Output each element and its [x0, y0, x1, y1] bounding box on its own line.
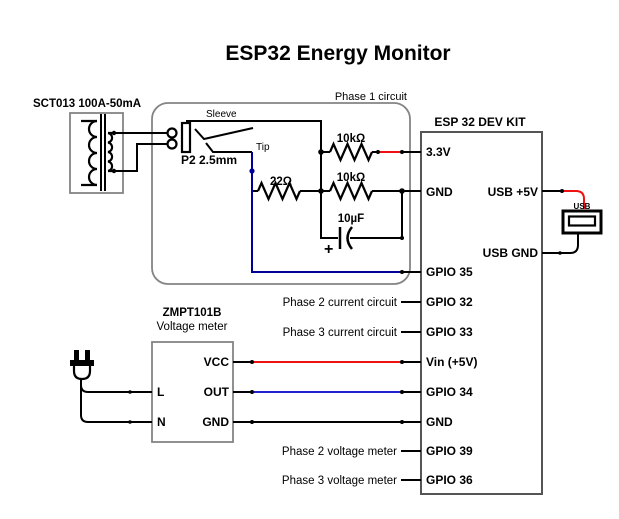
phase1-label: Phase 1 circuit: [335, 91, 407, 103]
esp32-label: ESP 32 DEV KIT: [434, 115, 526, 129]
esp32-left-pin-labels: 3.3V GND GPIO 35 GPIO 32 GPIO 33 Vin (+5…: [426, 145, 477, 487]
pin-vin: Vin (+5V): [426, 355, 477, 369]
zmpt-pin-gnd: GND: [202, 415, 229, 429]
zmpt-pin-n: N: [157, 415, 166, 429]
wire-usbgnd: [542, 233, 579, 254]
resistor-10k-bottom-icon: [328, 180, 374, 202]
zmpt-pin-l: L: [157, 385, 164, 399]
transformer-label: SCT013 100A-50mA: [33, 98, 141, 110]
pin-usb-gnd: USB GND: [483, 246, 539, 260]
junction-dots: [128, 149, 564, 424]
pin-gpio35: GPIO 35: [426, 265, 473, 279]
resistor-22-value: 22Ω: [270, 176, 292, 188]
annotation-phase3-current: Phase 3 current circuit: [283, 327, 398, 339]
ct-wire-bottom: [114, 143, 167, 172]
pin-usb-5v: USB +5V: [488, 185, 538, 199]
pin-gpio36: GPIO 36: [426, 473, 473, 487]
zmpt-pin-vcc: VCC: [204, 355, 230, 369]
zmpt-title: ZMPT101B: [163, 307, 222, 319]
pin-gpio33: GPIO 33: [426, 325, 473, 339]
transformer-box: [69, 112, 124, 194]
phase-annotations: Phase 2 current circuit Phase 3 current …: [282, 297, 398, 487]
capacitor-plus-sign: +: [324, 241, 333, 258]
tip-label: Tip: [256, 142, 270, 153]
sleeve-rail-wire: [186, 120, 338, 239]
resistor-10k-top-value: 10kΩ: [337, 133, 365, 145]
pin-gpio34: GPIO 34: [426, 385, 473, 399]
esp32-box: [420, 131, 543, 495]
resistor-22-icon: [256, 180, 302, 202]
page-title: ESP32 Energy Monitor: [225, 42, 450, 65]
pin-gpio39: GPIO 39: [426, 444, 473, 458]
annotation-phase3-voltage: Phase 3 voltage meter: [282, 475, 397, 487]
pin-gnd2: GND: [426, 415, 453, 429]
zmpt-pin-out: OUT: [204, 385, 230, 399]
sleeve-label: Sleeve: [206, 109, 237, 120]
jack-terminal-top: [166, 127, 178, 139]
resistor-10k-top-icon: [328, 141, 374, 163]
jack-terminal-bottom: [166, 138, 178, 150]
capacitor-value: 10µF: [338, 213, 364, 225]
pin-gpio32: GPIO 32: [426, 295, 473, 309]
phase1-circuit-box: [151, 102, 411, 285]
transformer-symbol-icon: [81, 114, 117, 191]
jack-label: P2 2.5mm: [181, 153, 237, 167]
resistor-10k-bottom-value: 10kΩ: [337, 172, 365, 184]
mains-plug-icon: [70, 350, 94, 381]
zmpt-subtitle: Voltage meter: [157, 321, 228, 333]
annotation-phase2-voltage: Phase 2 voltage meter: [282, 446, 397, 458]
pin-3v3: 3.3V: [426, 145, 451, 159]
annotation-phase2-current: Phase 2 current circuit: [283, 297, 398, 309]
wire-usb5v-red: [562, 190, 585, 209]
pin-gnd1: GND: [426, 185, 453, 199]
wire-live: [80, 379, 152, 393]
usb-connector-icon: [561, 209, 603, 235]
wire-tip-gpio35: [251, 152, 402, 273]
wire-neutral: [80, 385, 152, 423]
jack-p2-icon: [180, 121, 254, 154]
usb-label: USB: [574, 202, 591, 211]
